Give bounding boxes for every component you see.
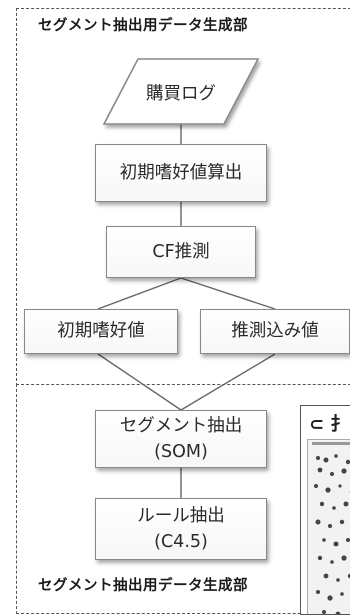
node-initial-preference: 初期嗜好値 [24,309,178,354]
rule-extraction-method: (C4.5) [154,529,208,555]
side-panel-thumbnail [307,439,350,615]
segment-extraction-label: セグメント抽出 [120,413,243,439]
node-purchase-log: 購買ログ [118,62,244,122]
node-initial-preference-calculation: 初期嗜好値算出 [95,144,267,202]
node-estimated-value: 推測込み値 [200,309,350,354]
node-rule-extraction: ルール抽出 (C4.5) [95,498,267,560]
segment-extraction-method: (SOM) [154,439,208,465]
side-panel: ⊂ 扌 [300,405,350,615]
side-panel-thumbnail-texture [308,440,350,615]
region-title-bottom: セグメント抽出用データ生成部 [36,574,250,595]
node-segment-extraction: セグメント抽出 (SOM) [95,410,267,468]
node-cf-estimation: CF推測 [106,226,256,278]
side-panel-title: ⊂ 扌 [309,410,348,436]
rule-extraction-label: ルール抽出 [137,503,225,529]
